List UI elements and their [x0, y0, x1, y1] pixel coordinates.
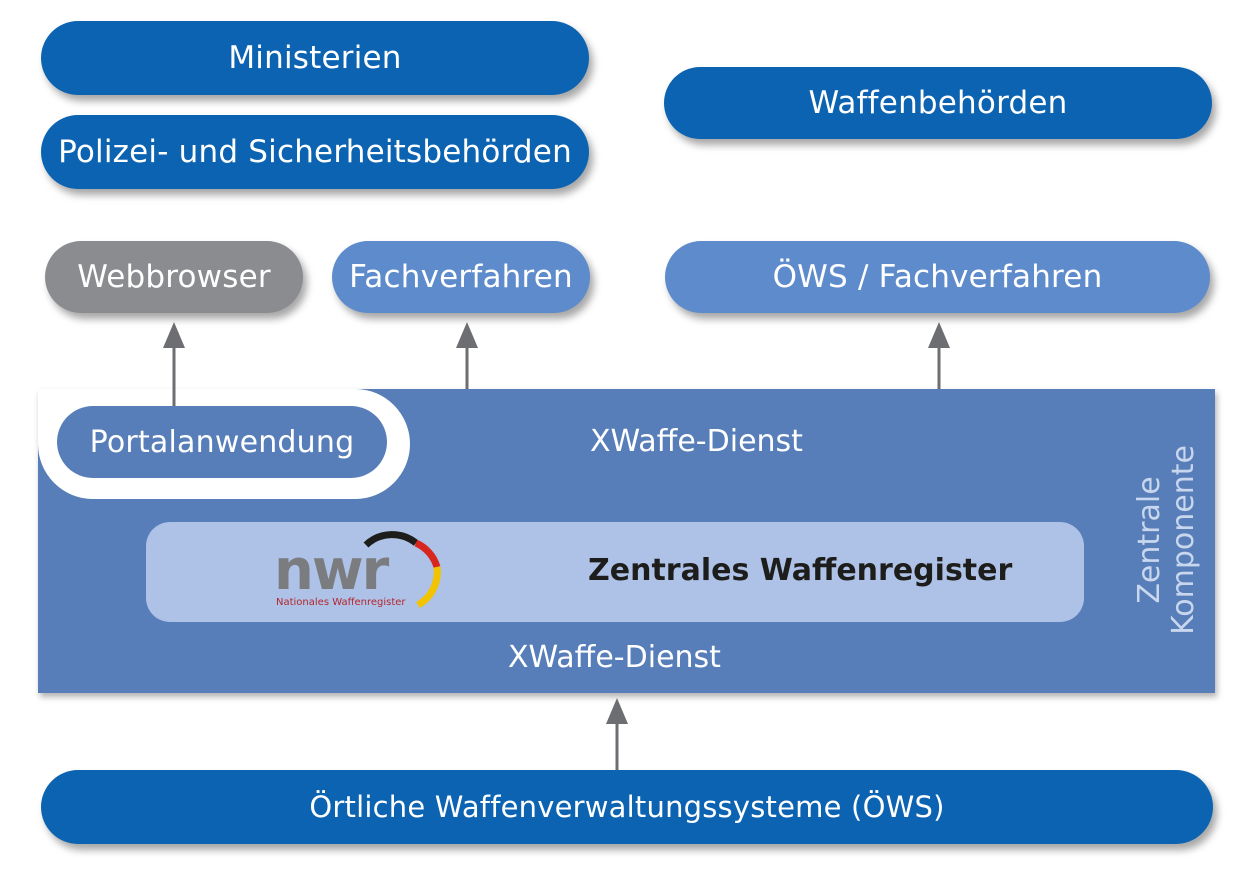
logo-arc-red [414, 539, 441, 569]
arrowhead-dienst [606, 698, 628, 724]
label-xwaffe-dienst-bottom: XWaffe-Dienst [508, 640, 721, 675]
nwr-logo: nwr Nationales Waffenregister [274, 531, 441, 609]
node-polizei-sicherheitsbehoerden: Polizei- und Sicherheitsbehörden [41, 115, 589, 189]
arrowhead-webbrowser [163, 322, 185, 348]
node-ministerien: Ministerien [41, 21, 589, 95]
logo-subtitle: Nationales Waffenregister [276, 597, 406, 608]
logo-arc-gold [416, 566, 441, 609]
arrowhead-fachverfahren [456, 322, 478, 348]
node-oews-fachverfahren: ÖWS / Fachverfahren [665, 241, 1210, 313]
logo-arc-black [363, 531, 419, 548]
node-waffenbehoerden: Waffenbehörden [664, 67, 1212, 139]
label-zentrales-waffenregister: Zentrales Waffenregister [588, 553, 1013, 588]
node-fachverfahren: Fachverfahren [332, 241, 590, 313]
zentrales-waffenregister-box [146, 522, 1084, 622]
label-zentrale: Zentrale [1132, 476, 1167, 604]
node-oertliche-waffenverwaltungssysteme: Örtliche Waffenverwaltungssysteme (ÖWS) [41, 770, 1213, 844]
arrowhead-oews-fachverfahren [928, 322, 950, 348]
label-xwaffe-dienst-top: XWaffe-Dienst [590, 424, 803, 459]
logo-letters: nwr [274, 538, 390, 603]
node-portalanwendung: Portalanwendung [57, 406, 387, 478]
label-komponente: Komponente [1166, 445, 1201, 635]
node-webbrowser: Webbrowser [45, 241, 303, 313]
